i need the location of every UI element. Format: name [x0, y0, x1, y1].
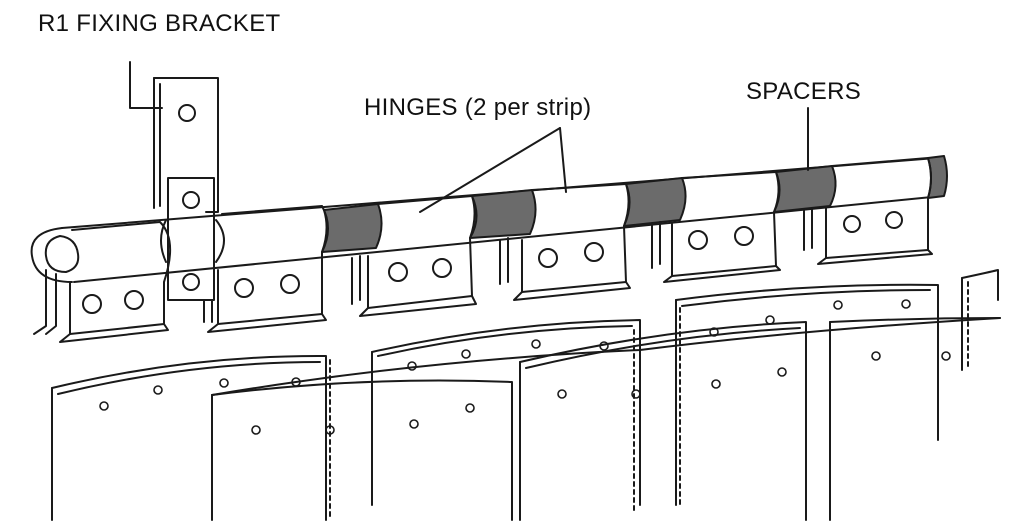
label-hinges: HINGES (2 per strip): [364, 94, 592, 121]
leader-hinge-1: [419, 127, 561, 213]
hinges: [59, 157, 933, 343]
strip-holes: [99, 299, 951, 435]
label-fixing-bracket: R1 FIXING BRACKET: [38, 10, 281, 37]
leader-hinge-2: [559, 127, 567, 193]
curtain-strips-front: [51, 281, 1001, 521]
spacers: [321, 155, 948, 253]
leader-bracket: [129, 61, 163, 109]
label-spacers: SPACERS: [746, 78, 862, 105]
leader-lines: [129, 61, 809, 213]
curtain-strips-back: [371, 269, 999, 506]
fixing-bracket: [153, 77, 225, 301]
